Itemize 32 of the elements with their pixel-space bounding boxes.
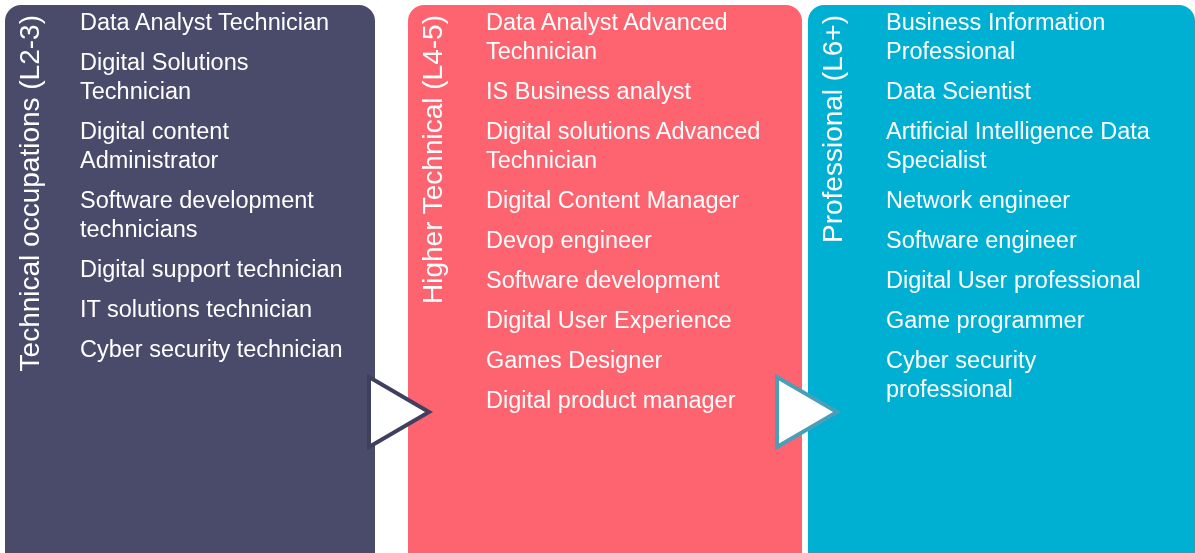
occupation-text: Business Information Professional [886,8,1107,66]
occupation-text: Software development [486,266,721,295]
occupation-text: Digital content Administrator [80,117,230,175]
occupation-text: Digital Content Manager [486,186,741,215]
category-panel [5,5,375,553]
panel-heading: Technical occupations (L2-3) [13,15,46,372]
occupation-text: Digital solutions Advanced Technician [486,117,762,175]
occupation-text: Digital support technician [80,255,344,284]
occupation-text: Game programmer [886,306,1086,335]
category-panel [408,5,802,553]
occupation-text: Games Designer [486,346,664,375]
panel-heading: Higher Technical (L4-5) [416,15,449,304]
occupation-text: Digital User professional [886,266,1142,295]
panel-heading: Professional (L6+) [816,15,849,243]
chevron-arrow [775,375,839,449]
category-panel [808,5,1195,553]
occupation-text: Data Scientist [886,77,1032,106]
occupation-text: Software development technicians [80,186,315,244]
occupation-text: Devop engineer [486,226,653,255]
occupation-text: Cyber security professional [886,346,1038,404]
chevron-arrow [367,375,431,449]
occupation-text: IS Business analyst [486,77,693,106]
occupation-text: Cyber security technician [80,335,344,364]
occupation-text: Data Analyst Technician [80,8,331,37]
occupation-text: Digital product manager [486,386,737,415]
occupation-text: Artificial Intelligence Data Specialist [886,117,1151,175]
occupation-text: Software engineer [886,226,1078,255]
occupation-text: Data Analyst Advanced Technician [486,8,729,66]
occupation-text: Digital User Experience [486,306,733,335]
occupation-text: Network engineer [886,186,1072,215]
occupation-text: Digital Solutions Technician [80,48,250,106]
occupation-text: IT solutions technician [80,295,314,324]
